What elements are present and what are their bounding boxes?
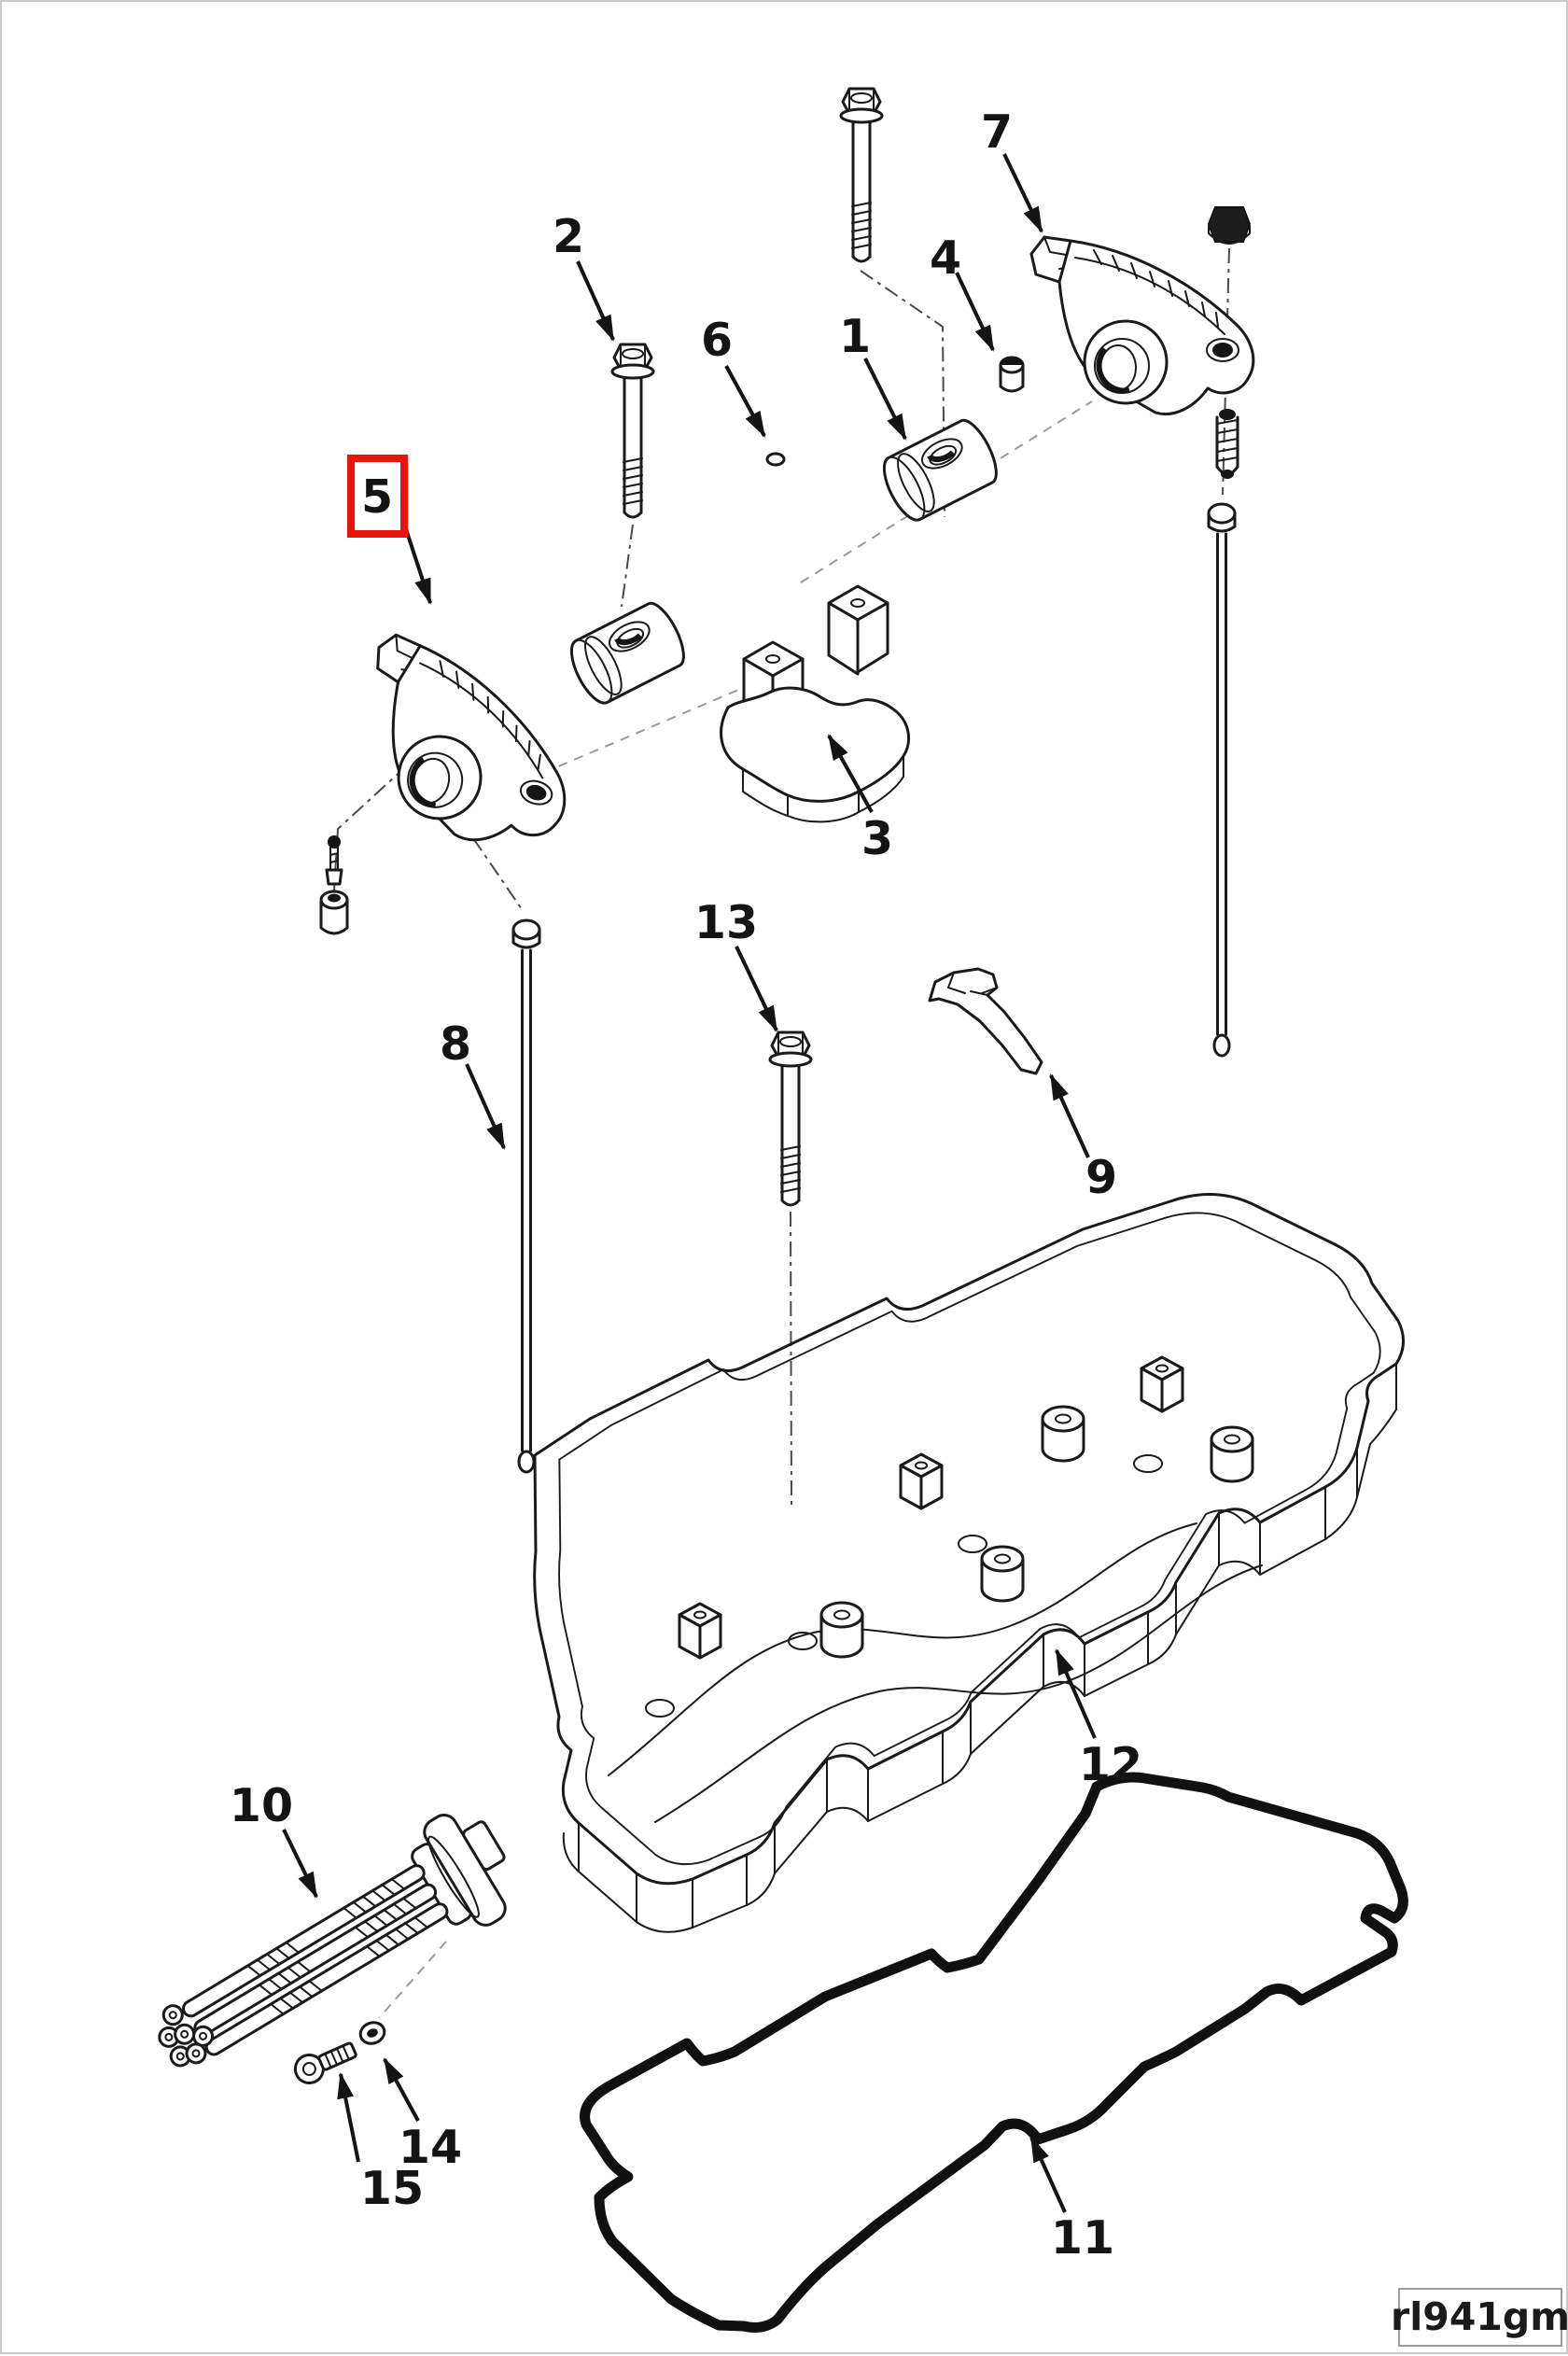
- rocker-arm-icon-5: [335, 631, 597, 862]
- push-rod-icon-right: [1207, 502, 1237, 1058]
- wiring-harness-icon: [158, 1814, 507, 2068]
- callout-15: 15: [360, 2162, 424, 2215]
- callout-6: 6: [701, 314, 733, 367]
- callout-13: 13: [694, 896, 758, 949]
- tappet-icon: [876, 415, 1004, 526]
- bushing-icon: [999, 356, 1025, 393]
- figure-code-box: rl941gm: [1391, 2288, 1568, 2347]
- rocker-arm-icon-7: [1031, 237, 1253, 414]
- tappet-icon-2: [564, 598, 692, 709]
- callout-9: 9: [1085, 1151, 1117, 1204]
- callout-4: 4: [930, 231, 961, 285]
- callout-8: 8: [440, 1017, 471, 1071]
- callout-14: 14: [399, 2121, 462, 2174]
- callout-5-highlighted: 5: [361, 470, 393, 524]
- valve-cover-icon: [533, 1192, 1406, 1933]
- callout-10: 10: [230, 1779, 293, 1832]
- retainer-sleeve-icon: [319, 890, 349, 935]
- ball-screw-icon: [325, 835, 343, 886]
- o-ring-icon: [765, 452, 786, 467]
- rocker-bolt-icon: [610, 343, 655, 519]
- valve-cover-gasket-icon: [580, 1772, 1408, 2333]
- flange-bolt-icon: [839, 87, 884, 263]
- callout-7: 7: [981, 105, 1013, 159]
- adjusting-screw-icon: [1215, 409, 1239, 479]
- lock-nut-icon: [1207, 206, 1252, 245]
- callout-3: 3: [861, 812, 893, 865]
- callout-2: 2: [553, 210, 584, 263]
- cap-screw-icon: [293, 2041, 357, 2085]
- figure-code-text: rl941gm: [1391, 2294, 1568, 2339]
- callout-12: 12: [1079, 1738, 1142, 1791]
- cover-bolt-icon: [768, 1031, 813, 1207]
- callout-11: 11: [1051, 2211, 1114, 2265]
- pedestal-bracket-icon: [720, 584, 911, 823]
- wiring-clip-icon: [928, 967, 1043, 1075]
- leader-arrows: [282, 153, 1097, 2213]
- hex-nut-icon: [358, 2021, 386, 2045]
- callout-1: 1: [839, 310, 871, 363]
- highlight-box: [347, 455, 408, 538]
- push-rod-icon-left: [511, 919, 541, 1474]
